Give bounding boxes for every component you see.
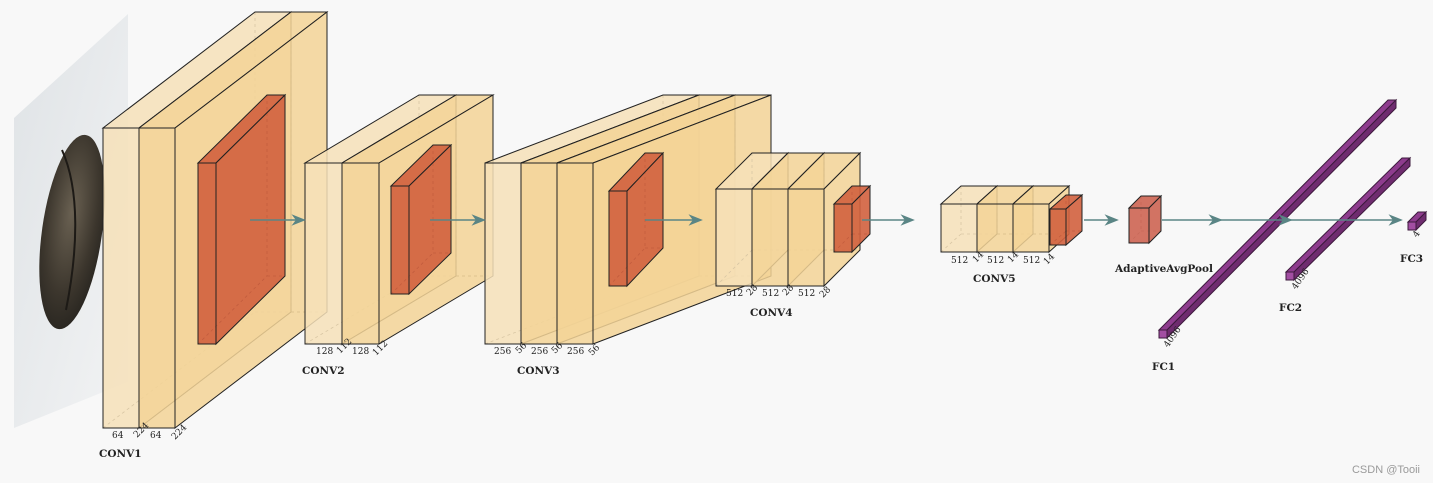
conv4-pool-block — [832, 184, 872, 254]
conv4-title: CONV4 — [750, 307, 793, 319]
conv5-block-3-front-face — [1012, 203, 1050, 253]
conv4-dim-label: 28 — [818, 285, 833, 300]
fc2-title: FC2 — [1279, 302, 1302, 314]
bean-crease — [61, 149, 77, 311]
conv2-block-1-front-face — [304, 162, 343, 345]
conv3-dim-label: 256 — [531, 347, 548, 357]
conv1-pool-block-front-face — [197, 162, 217, 345]
conv5-dim-label: 14 — [1042, 252, 1057, 267]
conv5-pool-block — [1048, 193, 1084, 247]
adaptive-avgpool-block-front-face — [1128, 207, 1150, 244]
fc3-bar-end — [1407, 221, 1417, 231]
conv2-dim-label: 128 — [316, 347, 333, 357]
conv3-dim-label: 256 — [494, 347, 511, 357]
pool-title: AdaptiveAvgPool — [1114, 263, 1213, 275]
conv4-dim-label: 512 — [762, 289, 779, 299]
conv3-block-3-front-face — [556, 162, 594, 345]
conv4-dim-label: 512 — [726, 289, 743, 299]
fc1-title: FC1 — [1152, 361, 1175, 373]
fc3-title: FC3 — [1400, 253, 1423, 265]
conv1-title: CONV1 — [99, 448, 142, 460]
conv5-dim-label: 512 — [951, 256, 968, 266]
conv1-dim-label: 64 — [112, 431, 124, 441]
conv5-title: CONV5 — [973, 273, 1016, 285]
conv1-block-1-front-face — [102, 127, 140, 429]
conv3-block-2-front-face — [520, 162, 558, 345]
fc2-bar-face — [1284, 157, 1412, 273]
fc3-bar-side — [1415, 210, 1427, 232]
conv5-pool-block-front-face — [1049, 208, 1067, 246]
fc3-dim-label: 4 — [1411, 229, 1423, 240]
conv5-dim-label: 512 — [987, 256, 1004, 266]
adaptive-avgpool-block — [1127, 194, 1163, 245]
conv4-block-2-front-face — [751, 188, 789, 287]
fc2-bar-end — [1285, 271, 1295, 281]
conv2-title: CONV2 — [302, 365, 345, 377]
conv5-block-1-front-face — [940, 203, 978, 253]
conv3-dim-label: 256 — [567, 347, 584, 357]
coffee-bean-picture — [39, 134, 105, 330]
conv4-block-1-front-face — [715, 188, 753, 287]
conv4-block-3-front-face — [787, 188, 825, 287]
watermark: CSDN @Tooii — [1352, 464, 1420, 476]
conv4-dim-label: 512 — [798, 289, 815, 299]
fc1-bar-end — [1158, 329, 1168, 339]
conv1-block-2-front-face — [138, 127, 176, 429]
conv3-block-1-front-face — [484, 162, 522, 345]
conv5-dim-label: 512 — [1023, 256, 1040, 266]
input-image — [14, 14, 128, 428]
conv2-pool-block-front-face — [390, 185, 410, 295]
pool-stage: AdaptiveAvgPool — [1114, 194, 1213, 275]
conv3-dim-label: 56 — [587, 343, 602, 358]
conv4-pool-block-front-face — [833, 203, 853, 253]
conv2-dim-label: 128 — [352, 347, 369, 357]
conv2-block-2-front-face — [341, 162, 380, 345]
conv5-block-2-front-face — [976, 203, 1014, 253]
conv1-dim-label: 64 — [150, 431, 162, 441]
conv3-pool-block-front-face — [608, 190, 628, 287]
fc2-bar-side — [1293, 156, 1411, 282]
conv3-title: CONV3 — [517, 365, 560, 377]
